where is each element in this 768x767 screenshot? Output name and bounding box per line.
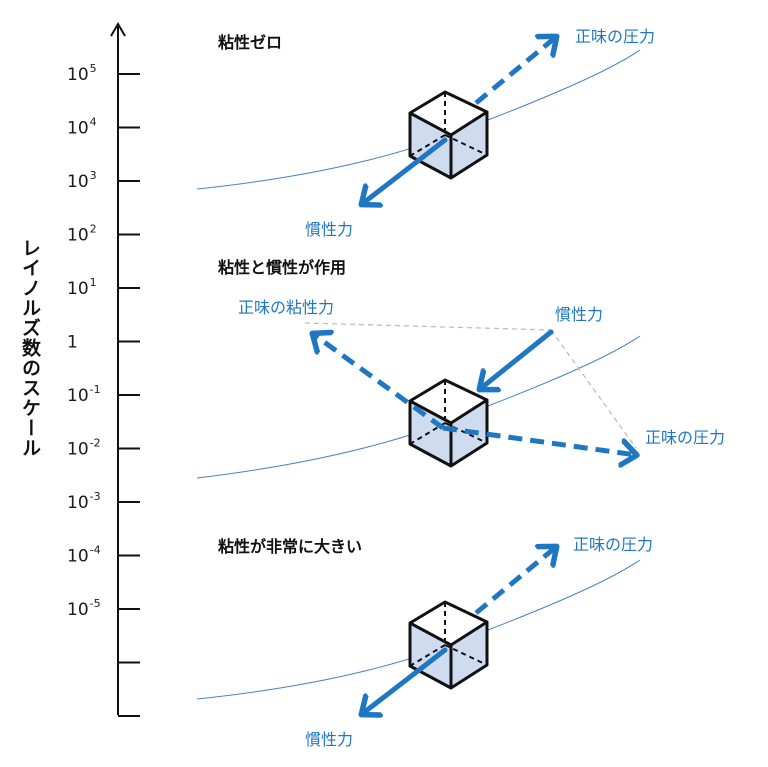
cube-hidden-edge (409, 134, 446, 157)
net-pressure-label: 正味の圧力 (645, 428, 725, 447)
cube-right-face (451, 622, 487, 688)
axis-title: レイノルズ数のスケール (19, 238, 41, 458)
construction-line (304, 322, 552, 331)
cube-right-face (451, 112, 487, 178)
axis-tick-label: 101 (67, 276, 97, 299)
fluid-element-cube (408, 600, 489, 690)
section-title: 粘性ゼロ (218, 33, 282, 52)
fluid-element-cube (408, 378, 489, 468)
axis-tick-label: 10-2 (67, 437, 101, 460)
axis-tick-label: 1 (67, 333, 78, 353)
inertia-force-arrow (480, 329, 554, 389)
net-viscous-force-arrow (313, 334, 445, 431)
axis-tick-label: 103 (67, 169, 97, 192)
section-viscosity-and-inertia: 粘性と慣性が作用 正味の粘性力 慣性力 正味の圧力 (196, 258, 725, 479)
construction-line (550, 329, 637, 449)
reynolds-axis: 105 104 103 102 101 1 10-1 10-2 10-3 10-4 10-5 レイノ… (19, 22, 140, 717)
net-pressure-arrow (474, 37, 556, 105)
inertia-force-arrow (362, 137, 448, 204)
inertia-label: 慣性力 (305, 730, 353, 749)
cube-left-face (410, 623, 451, 688)
section-title: 粘性と慣性が作用 (218, 258, 346, 277)
net-pressure-label: 正味の圧力 (573, 535, 653, 554)
cube-left-face (410, 113, 451, 178)
net-pressure-label: 正味の圧力 (575, 27, 655, 46)
section-title: 粘性が非常に大きい (218, 537, 362, 556)
axis-tick-label: 105 (67, 62, 97, 85)
inertia-label: 慣性力 (305, 220, 353, 239)
cube-hidden-edge (444, 134, 488, 156)
axis-tick-label: 10-4 (67, 544, 101, 567)
axis-tick-label: 102 (67, 223, 97, 246)
axis-tick-label: 10-5 (67, 597, 101, 620)
cube-hidden-edge (444, 422, 488, 444)
inertia-force-arrow (362, 647, 448, 714)
cube-hidden-edge (444, 644, 488, 666)
section-zero-viscosity: 粘性ゼロ 正味の圧力 慣性力 (196, 27, 655, 239)
net-pressure-arrow (442, 425, 636, 455)
axis-tick-label: 10-1 (67, 383, 101, 406)
cube-left-face (410, 401, 451, 466)
section-high-viscosity: 粘性が非常に大きい 正味の圧力 慣性力 (196, 535, 653, 749)
axis-tick-label: 104 (67, 116, 97, 139)
inertia-label: 慣性力 (555, 305, 603, 324)
net-pressure-arrow (474, 547, 556, 615)
cube-hidden-edge (409, 644, 446, 667)
net-viscous-force-label: 正味の粘性力 (238, 298, 334, 317)
fluid-element-cube (408, 90, 489, 180)
axis-tick-label: 10-3 (67, 490, 101, 513)
cube-hidden-edge (409, 422, 446, 445)
axis-arrowhead-icon (110, 22, 126, 37)
